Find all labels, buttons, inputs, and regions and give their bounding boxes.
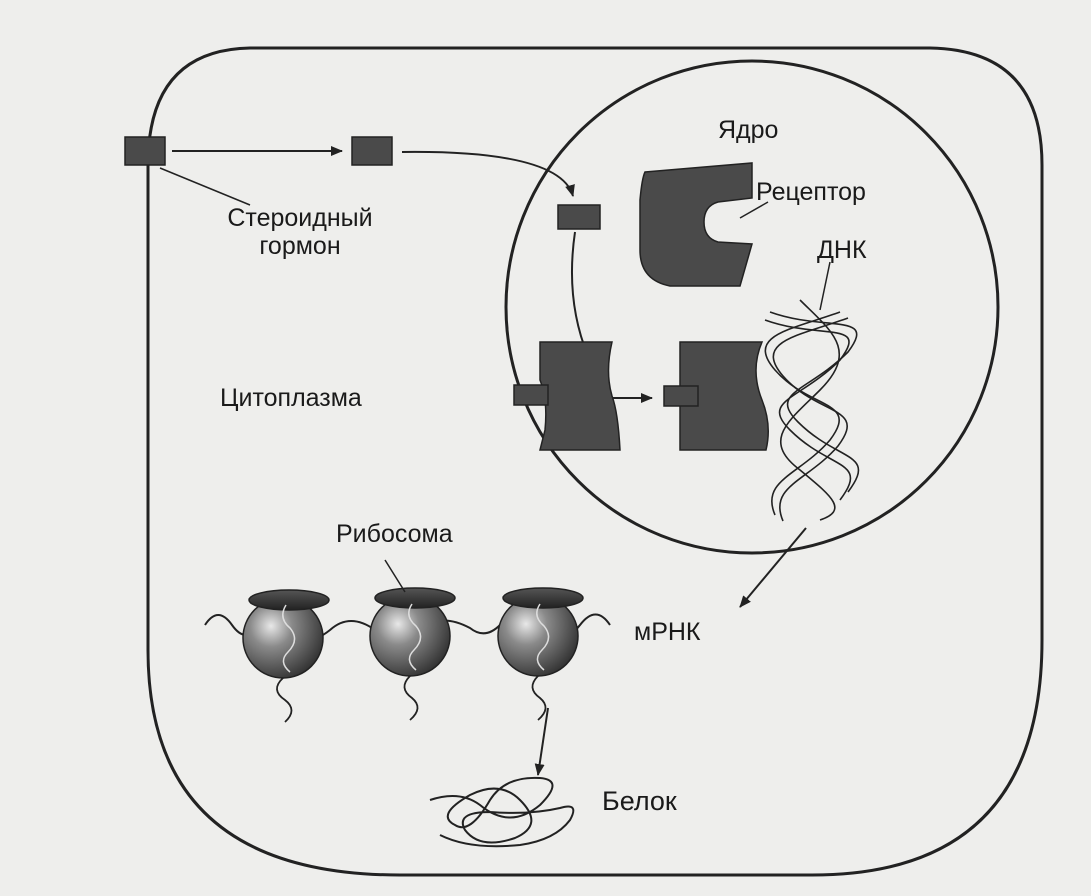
hormone-molecule-membrane (351, 136, 393, 166)
steroid-hormone-label: Стероидный гормон (210, 204, 390, 260)
hormone-in-bound-complex (663, 385, 699, 407)
arrow-dna-to-mrna (739, 527, 807, 608)
dna-label: ДНК (817, 236, 867, 264)
nucleus-label: Ядро (718, 116, 779, 144)
hormone-receptor-complex (539, 341, 621, 451)
receptor-protein (639, 162, 753, 287)
ribosome (497, 587, 584, 721)
ribosome-label-leader (384, 559, 406, 593)
cytoplasm-label: Цитоплазма (220, 384, 362, 412)
ribosome (242, 589, 330, 723)
arrow-hormone-to-nucleus (401, 150, 575, 197)
complex-bound-to-dna (679, 341, 769, 451)
receptor-label-leader (739, 201, 769, 219)
ribosome (369, 587, 456, 721)
protein-tangle (429, 776, 575, 848)
dna-double-helix (764, 299, 860, 522)
mrna-label: мРНК (634, 618, 701, 646)
ribosome-label: Рибосома (336, 520, 453, 548)
arrow-ribosome-to-protein (534, 707, 549, 776)
steroid-hormone-label-line1: Стероидный (227, 204, 373, 232)
hormone-label-leader (159, 167, 251, 206)
protein-label: Белок (602, 786, 677, 816)
nucleus-membrane (504, 59, 1000, 555)
hormone-molecule-nucleus (557, 204, 601, 230)
dna-label-leader (819, 261, 831, 311)
receptor-label: Рецептор (756, 178, 866, 206)
hormone-molecule-outside (124, 136, 166, 166)
steroid-hormone-label-line2: гормон (259, 232, 341, 260)
arrow-to-complex (571, 231, 589, 357)
hormone-in-complex (513, 384, 549, 406)
cell-membrane (146, 46, 1044, 877)
